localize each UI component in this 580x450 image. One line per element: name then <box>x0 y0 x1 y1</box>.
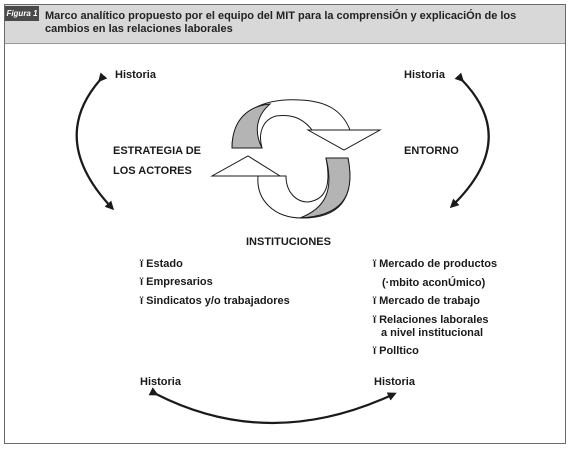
left-list-item: ï Estado <box>140 258 183 270</box>
right-list-item: (·mbito aconÚmico) <box>382 277 486 289</box>
history-label-bottom-right: Historia <box>374 376 415 388</box>
left-list-item: ï Sindicatos y/o trabajadores <box>140 295 290 307</box>
right-list-item: a nivel institucional <box>381 327 484 339</box>
institutions-label: INSTITUCIONES <box>246 236 331 248</box>
right-list-item: ï Relaciones laborales <box>373 314 489 326</box>
environment-label: ENTORNO <box>404 145 459 157</box>
history-environment-arrow <box>449 72 490 209</box>
right-list-item: ï Mercado de productos <box>373 258 498 270</box>
right-list-item: ï Polltico <box>373 345 419 357</box>
figure-header: Figura 1 Marco analítico propuesto por e… <box>5 5 565 44</box>
cycle-top-arrow <box>231 99 382 151</box>
history-bottom-arrow <box>148 387 397 425</box>
history-label-top-left: Historia <box>115 69 156 81</box>
left-list-item: ï Empresarios <box>140 276 213 288</box>
strategy-label-line2: LOS ACTORES <box>113 165 192 177</box>
history-label-top-right: Historia <box>404 69 445 81</box>
right-list-item: ï Mercado de trabajo <box>373 295 480 307</box>
strategy-label-line1: ESTRATEGIA DE <box>113 145 202 157</box>
figure-frame: Figura 1 Marco analítico propuesto por e… <box>4 4 566 444</box>
history-label-bottom-left: Historia <box>140 376 181 388</box>
cycle-bottom-arrow <box>210 155 351 219</box>
figure-title: Marco analítico propuesto por el equipo … <box>45 10 517 35</box>
figure-badge: Figura 1 <box>5 6 39 21</box>
history-strategy-arrow <box>75 72 115 211</box>
